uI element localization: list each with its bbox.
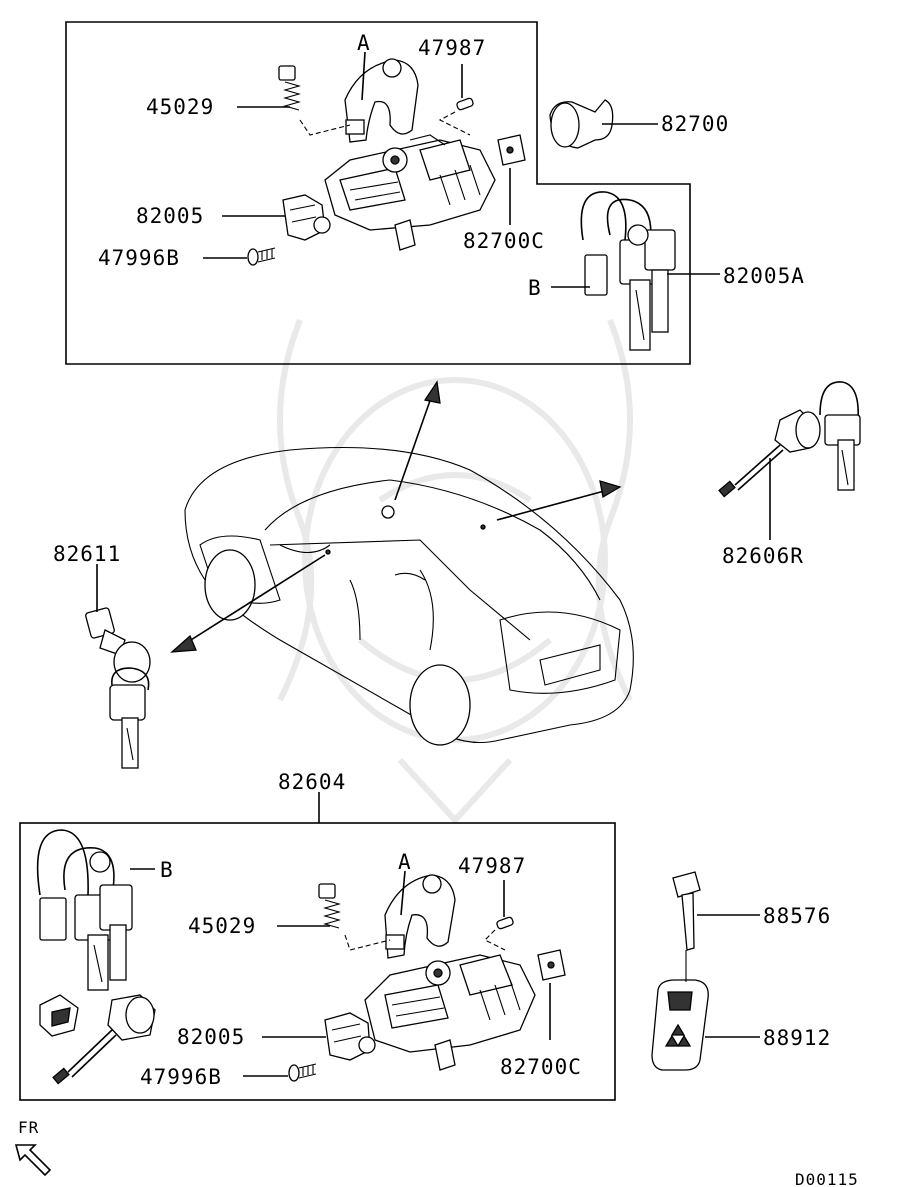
switch-82005-upper: [282, 194, 331, 241]
label-82700c-upper: 82700C: [463, 229, 545, 253]
pointer-arrows: [170, 380, 622, 653]
switch-82005-lower: [324, 1012, 376, 1061]
label-82700: 82700: [661, 112, 729, 136]
label-a-upper: A: [357, 31, 371, 55]
label-82606r: 82606R: [722, 544, 804, 568]
plate-82700c-upper: [497, 134, 526, 166]
label-47987-upper: 47987: [418, 36, 486, 60]
label-45029-upper: 45029: [146, 95, 214, 119]
label-47996b-upper: 47996B: [98, 246, 180, 270]
label-88576: 88576: [763, 904, 831, 928]
vehicle-outline: [184, 447, 634, 746]
key-set-lower: [36, 829, 133, 991]
pin-47987-upper: [456, 97, 474, 111]
lower-assembly: 82604 B: [19, 770, 616, 1101]
label-b-lower: B: [160, 858, 174, 882]
spring-45029-lower: [318, 883, 342, 929]
part-82606r: [718, 381, 861, 498]
upper-assembly: A 45029 47987 82005 47996B: [65, 21, 805, 365]
part-88576: [672, 871, 701, 951]
ignition-lock-body-lower: [364, 954, 536, 1071]
fr-label: FR: [18, 1118, 39, 1137]
door-cylinder-lower: [39, 994, 156, 1085]
label-82005-lower: 82005: [177, 1025, 245, 1049]
upper-box-outline: [65, 21, 691, 365]
label-88912: 88912: [763, 1026, 831, 1050]
label-82005-upper: 82005: [136, 204, 204, 228]
lock-cover-a-upper: [344, 58, 419, 143]
screw-47996b-lower: [288, 1063, 317, 1082]
fr-arrow-icon: [14, 1144, 52, 1177]
part-88912: [651, 950, 709, 1071]
label-45029-lower: 45029: [188, 914, 256, 938]
label-82700c-lower: 82700C: [500, 1055, 582, 1079]
diagram-code: D00115: [795, 1170, 859, 1187]
key-set-82005a: [580, 191, 676, 351]
lower-box-outline: [19, 822, 616, 1101]
label-47996b-lower: 47996B: [140, 1065, 222, 1089]
plate-82700c-lower: [537, 949, 566, 981]
label-a-lower: A: [398, 850, 412, 874]
screw-47996b-upper: [247, 247, 276, 266]
label-47987-lower: 47987: [458, 854, 526, 878]
front-direction-indicator: FR: [14, 1118, 52, 1177]
label-82005a: 82005A: [723, 264, 805, 288]
part-82611: [85, 607, 151, 769]
spring-45029-upper: [278, 65, 302, 111]
ignition-lock-body-upper: [324, 134, 496, 251]
part-82700: [549, 99, 614, 149]
pin-47987-lower: [496, 916, 514, 930]
label-b-upper: B: [528, 276, 542, 300]
watermark-emblem: [277, 318, 633, 825]
label-82611: 82611: [53, 542, 121, 566]
label-82604: 82604: [278, 770, 346, 794]
lock-cover-a-lower: [384, 874, 456, 959]
